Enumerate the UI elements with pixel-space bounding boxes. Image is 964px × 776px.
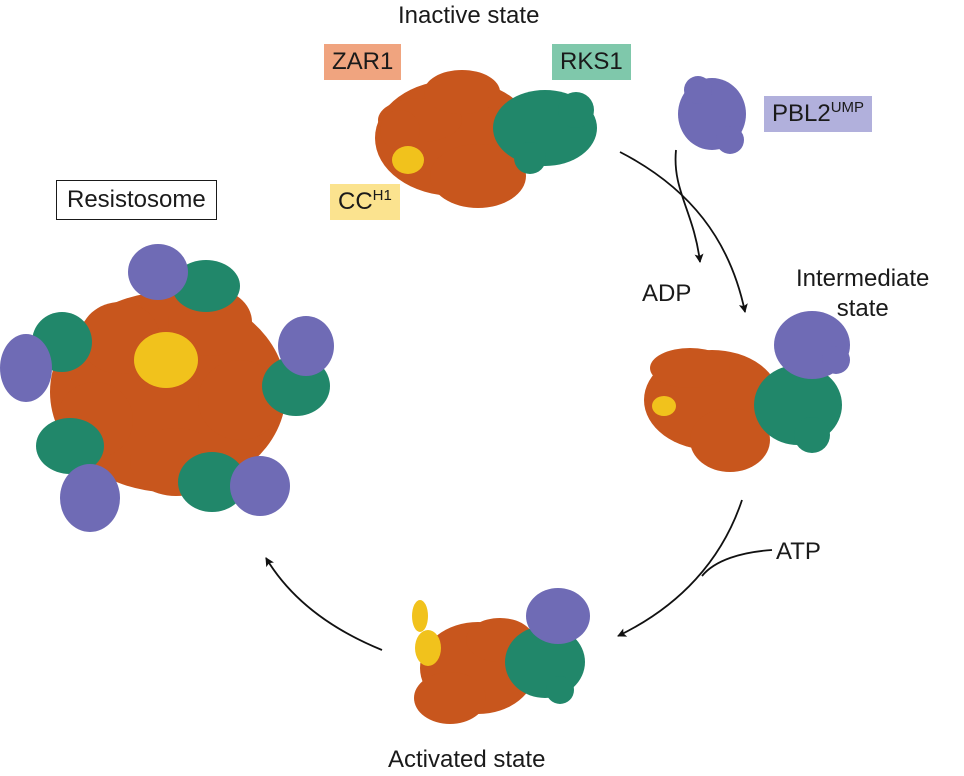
pbl2-tag-superscript: UMP	[830, 99, 865, 116]
cc-h1-funnel	[134, 332, 198, 388]
arrow-adp-release	[674, 149, 704, 263]
activated-state-label: Activated state	[388, 746, 546, 773]
resistosome-label: Resistosome	[56, 180, 217, 220]
intermediate-complex	[644, 311, 850, 472]
zar1-protein-blob	[644, 348, 780, 472]
cc-h1-domain-blob	[412, 600, 441, 666]
rks1-protein-blob	[754, 365, 842, 453]
pbl2-tag-text: PBL2	[772, 100, 831, 127]
cc-h1-domain-blob	[652, 396, 676, 416]
arrow-inactive-to-intermediate	[619, 151, 748, 313]
inactive-complex	[375, 70, 597, 208]
arrow-activated-to-resistosome	[265, 557, 383, 651]
pbl2-protein-blob	[678, 76, 746, 154]
intermediate-state-label-line1: Intermediate	[796, 265, 930, 292]
rks1-protein-blob	[493, 90, 597, 174]
activated-complex	[412, 588, 590, 724]
pbl2-protein-blob	[774, 311, 850, 379]
pbl2-ring	[0, 244, 334, 532]
rks1-protein-blob	[505, 626, 585, 704]
zar1-legend-tag: ZAR1	[324, 44, 402, 80]
arrow-atp-binding	[701, 549, 773, 577]
intermediate-state-label-line2: state	[836, 295, 889, 322]
resistosome-complex	[0, 244, 334, 532]
cc-tag-superscript: H1	[372, 187, 392, 204]
pbl2-protein-blob	[526, 588, 590, 644]
arrow-intermediate-to-activated	[617, 499, 743, 637]
rks1-legend-tag: RKS1	[552, 44, 631, 80]
inactive-state-label: Inactive state	[398, 2, 540, 29]
cc-tag-text: CC	[338, 188, 373, 215]
cycle-arrows	[265, 149, 773, 651]
atp-label: ATP	[776, 538, 821, 565]
zar1-protein-blob	[414, 618, 536, 724]
cc-h1-legend-tag: CCH1	[330, 184, 400, 220]
intermediate-state-label: Intermediate state	[796, 264, 929, 324]
adp-label: ADP	[642, 280, 692, 307]
pbl2-legend-tag: PBL2UMP	[764, 96, 873, 132]
cc-h1-domain-blob	[392, 146, 424, 174]
